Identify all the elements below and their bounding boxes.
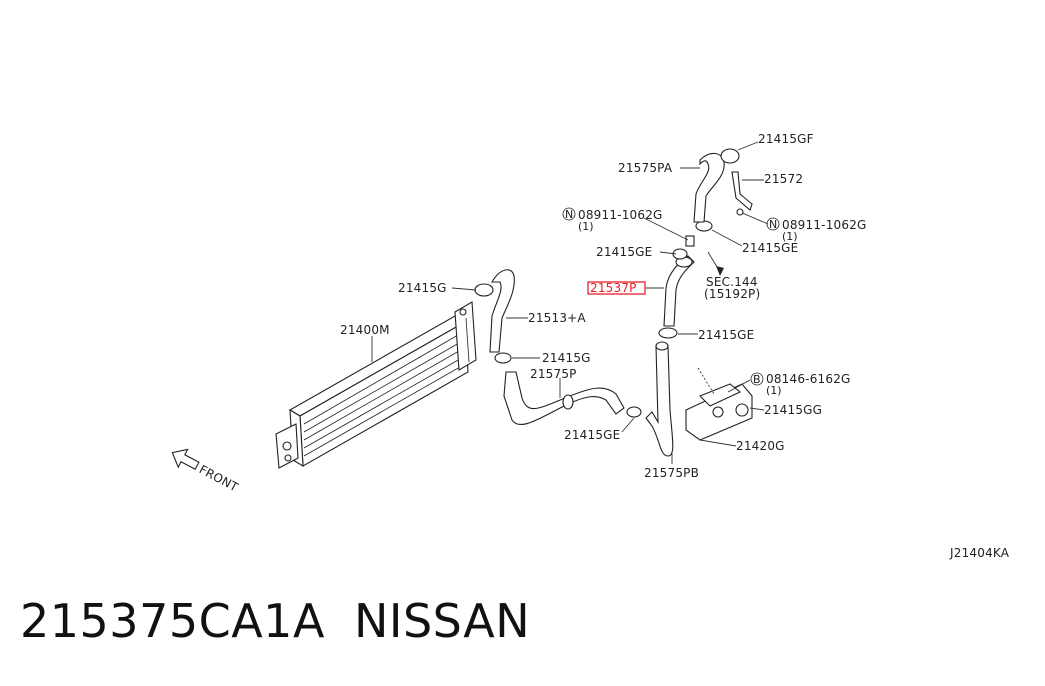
leader-08146 bbox=[727, 379, 751, 393]
label-sec144-sub: (15192P) bbox=[704, 287, 760, 301]
leader-21420g bbox=[699, 439, 737, 447]
label-08911-right: 08911-1062G bbox=[782, 218, 867, 232]
label-sec144: SEC.144 bbox=[706, 275, 758, 289]
label-08911-left-qty: (1) bbox=[578, 220, 594, 233]
label-21415ge-bottom: 21415GE bbox=[564, 428, 620, 442]
part-number: 215375CA1A bbox=[20, 594, 325, 648]
label-21537p[interactable]: 21537P bbox=[590, 281, 637, 295]
label-front: FRONT bbox=[197, 462, 241, 494]
label-21415gf: 21415GF bbox=[758, 132, 814, 146]
leader-21415ge-top-left bbox=[659, 251, 677, 255]
hose-21537p-drawing bbox=[663, 255, 695, 327]
n-symbol-right-circle bbox=[766, 217, 780, 231]
highlight-box bbox=[587, 281, 646, 295]
label-21415ge-top-left: 21415GE bbox=[596, 245, 652, 259]
leader-21415ge-top-right bbox=[711, 229, 743, 247]
hose-21575pb-drawing bbox=[645, 341, 674, 457]
label-21420g: 21420G bbox=[736, 439, 785, 453]
leader-21415ge-bottom bbox=[621, 417, 635, 433]
n-symbol-left: N bbox=[565, 208, 573, 221]
n-symbol-right: N bbox=[769, 218, 777, 231]
diagram-code: J21404KA bbox=[949, 546, 1010, 560]
leader-grid-1 bbox=[697, 367, 715, 395]
label-21415g-left: 21415G bbox=[398, 281, 447, 295]
hose-21575p-drawing bbox=[503, 371, 642, 425]
label-08146-qty: (1) bbox=[766, 384, 782, 397]
clamp-21415ge-right-drawing bbox=[658, 327, 678, 339]
leader-08911-left bbox=[643, 217, 689, 241]
label-21575p: 21575P bbox=[530, 367, 577, 381]
label-21415g-mid: 21415G bbox=[542, 351, 591, 365]
b-symbol-circle bbox=[750, 372, 764, 386]
label-21415gg: 21415GG bbox=[764, 403, 822, 417]
hose-21575pa-drawing bbox=[693, 148, 740, 223]
bracket-21420g-drawing bbox=[685, 383, 753, 441]
leader-21415g-left bbox=[451, 287, 477, 291]
label-21400m: 21400M bbox=[340, 323, 390, 337]
leader-08911-right bbox=[739, 211, 769, 225]
upper-fittings-drawing bbox=[672, 220, 713, 260]
label-21575pa: 21575PA bbox=[618, 161, 673, 175]
label-21513a: 21513+A bbox=[528, 311, 586, 325]
radiator-drawing bbox=[275, 301, 477, 469]
label-21575pb: 21575PB bbox=[644, 466, 699, 480]
brand-name: NISSAN bbox=[354, 594, 531, 648]
n-symbol-left-circle bbox=[562, 207, 576, 221]
hose-21513a-drawing bbox=[474, 269, 515, 364]
sec-arrow-head bbox=[716, 266, 724, 276]
b-symbol: B bbox=[753, 373, 761, 386]
pipe-21572-drawing bbox=[731, 171, 753, 216]
label-08911-left: 08911-1062G bbox=[578, 208, 663, 222]
label-21415ge-top-right: 21415GE bbox=[742, 241, 798, 255]
label-21415ge-right: 21415GE bbox=[698, 328, 754, 342]
label-08146: 08146-6162G bbox=[766, 372, 851, 386]
label-08911-right-qty: (1) bbox=[782, 230, 798, 243]
leader-21415gg bbox=[749, 407, 765, 411]
label-21572: 21572 bbox=[764, 172, 803, 186]
leader-21415gf bbox=[737, 141, 759, 151]
front-arrow: FRONT bbox=[171, 448, 241, 495]
